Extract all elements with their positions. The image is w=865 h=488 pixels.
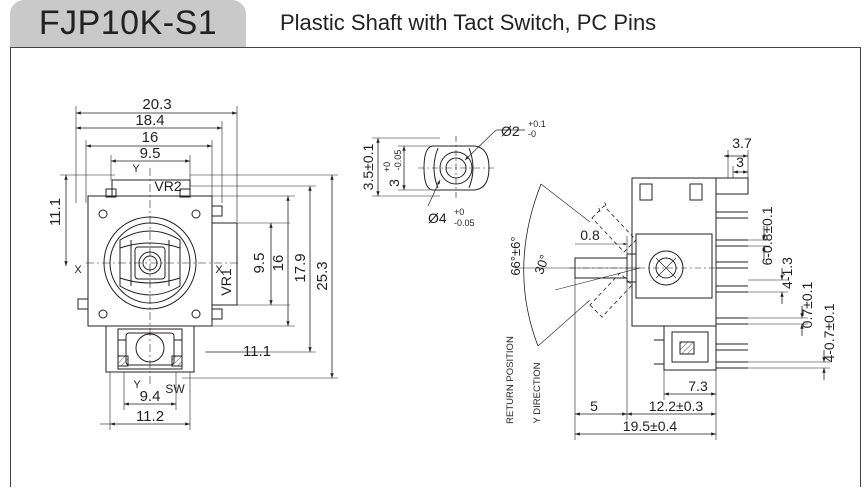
dim-angle-66: 66°±6°	[508, 236, 523, 275]
dim-dia-2: Ø2	[501, 123, 520, 139]
shaft-view	[372, 129, 525, 207]
dim-3-tol-minus: -0.05	[393, 150, 403, 171]
dim-12-2: 12.2±0.3	[649, 398, 704, 414]
dim-9-5-top: 9.5	[140, 145, 161, 162]
dim-9-5-right: 9.5	[251, 253, 268, 274]
dim-angle-30: 30°	[531, 253, 552, 277]
label-y-top: Y	[132, 163, 140, 175]
dim-0-7: 0.7±0.1	[799, 281, 815, 328]
label-return-position: RETURN POSITION	[505, 336, 516, 424]
label-y-direction: Y DIRECTION	[532, 362, 543, 423]
dim-dia-4-tol-plus: +0	[454, 207, 464, 217]
label-x-left: X	[74, 264, 82, 276]
drawing-frame	[10, 47, 861, 487]
dim-6-0-8: 6-0.8±0.1	[759, 206, 775, 265]
dim-17-9: 17.9	[292, 253, 309, 282]
dim-9-4: 9.4	[140, 388, 161, 405]
side-view	[515, 150, 830, 440]
dim-11-2: 11.2	[136, 408, 164, 425]
label-vr1: VR1	[218, 268, 234, 295]
dim-dia-4-tol-minus: -0.05	[454, 218, 475, 228]
dim-3: 3	[386, 179, 402, 187]
dim-19-5: 19.5±0.4	[623, 418, 678, 434]
dim-25-3: 25.3	[314, 261, 331, 290]
dim-3-7: 3.7	[732, 135, 752, 151]
dim-4-0-7: 4-0.7±0.1	[821, 303, 837, 362]
front-view	[60, 106, 338, 430]
dim-3-5: 3.5±0.1	[360, 143, 376, 190]
dim-4-1-3: 4-1.3	[779, 257, 795, 289]
dim-dia-2-tol-plus: +0.1	[528, 119, 546, 129]
page-title: Plastic Shaft with Tact Switch, PC Pins	[280, 10, 657, 35]
dim-3-side: 3	[736, 154, 744, 170]
dim-3-tol-plus: +0	[382, 162, 392, 172]
dim-18-4: 18.4	[135, 112, 164, 129]
dim-dia-4: Ø4	[428, 210, 447, 226]
dim-20-3: 20.3	[142, 96, 171, 113]
label-vr2: VR2	[154, 178, 181, 194]
part-number: FJP10K-S1	[38, 4, 218, 42]
dim-dia-2-tol-minus: -0	[528, 129, 536, 139]
dim-16-right: 16	[270, 255, 287, 272]
dim-7-3: 7.3	[688, 378, 708, 394]
label-sw: SW	[165, 382, 185, 396]
label-x-right: X	[215, 264, 223, 276]
header-tab: FJP10K-S1	[10, 0, 246, 48]
label-y-bottom: Y	[133, 379, 141, 391]
dim-0-8: 0.8	[580, 227, 600, 243]
dim-5: 5	[590, 398, 598, 414]
dim-11-1-left: 11.1	[47, 198, 64, 226]
dim-16-top: 16	[142, 129, 159, 146]
dim-11-1-bottom: 11.1	[243, 343, 271, 360]
